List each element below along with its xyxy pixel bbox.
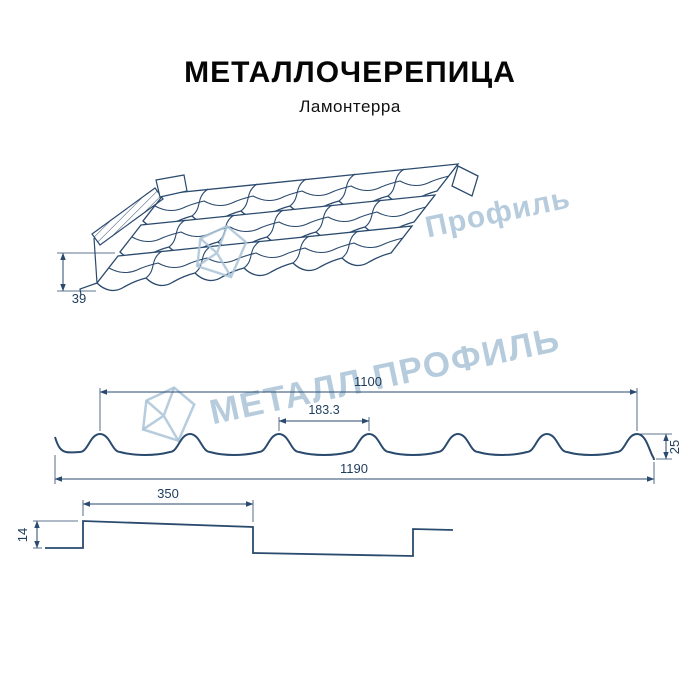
watermark-lower: МЕТАЛЛ ПРОФИЛЬ <box>141 320 564 443</box>
dim-350-label: 350 <box>157 486 179 501</box>
dim-25-label: 25 <box>667 440 682 454</box>
dimension-39: 39 <box>57 252 115 306</box>
dim-1190-label: 1190 <box>340 461 368 476</box>
dim-183-label: 183.3 <box>308 403 339 417</box>
profile-line <box>54 432 655 461</box>
dim-39-label: 39 <box>72 291 86 306</box>
dimension-14: 14 <box>15 520 78 549</box>
tile-row <box>96 225 414 292</box>
dim-1100-label: 1100 <box>354 374 382 389</box>
ridge-end-cap <box>451 165 479 197</box>
dimension-1100: 1100 <box>99 374 638 431</box>
perspective-view: 39 <box>57 163 479 306</box>
cross-section-view: 1100 183.3 25 1190 <box>54 374 682 484</box>
dimension-1190: 1190 <box>54 455 655 484</box>
watermark-upper-text: Профиль <box>422 182 573 245</box>
page-title: МЕТАЛЛОЧЕРЕПИЦА <box>184 56 516 89</box>
dimension-25: 25 <box>640 433 682 460</box>
mounting-strip <box>79 174 188 296</box>
longitudinal-view: 350 14 <box>15 486 454 557</box>
metal-profil-logo-icon <box>195 224 248 279</box>
dimension-350: 350 <box>82 486 254 522</box>
dim-14-label: 14 <box>15 528 30 542</box>
page-subtitle: Ламонтерра <box>299 97 401 116</box>
step-profile-line <box>45 520 454 557</box>
dimension-183: 183.3 <box>278 403 370 431</box>
watermark-lower-text: МЕТАЛЛ ПРОФИЛЬ <box>206 320 564 432</box>
metal-profil-logo-icon <box>141 386 196 443</box>
